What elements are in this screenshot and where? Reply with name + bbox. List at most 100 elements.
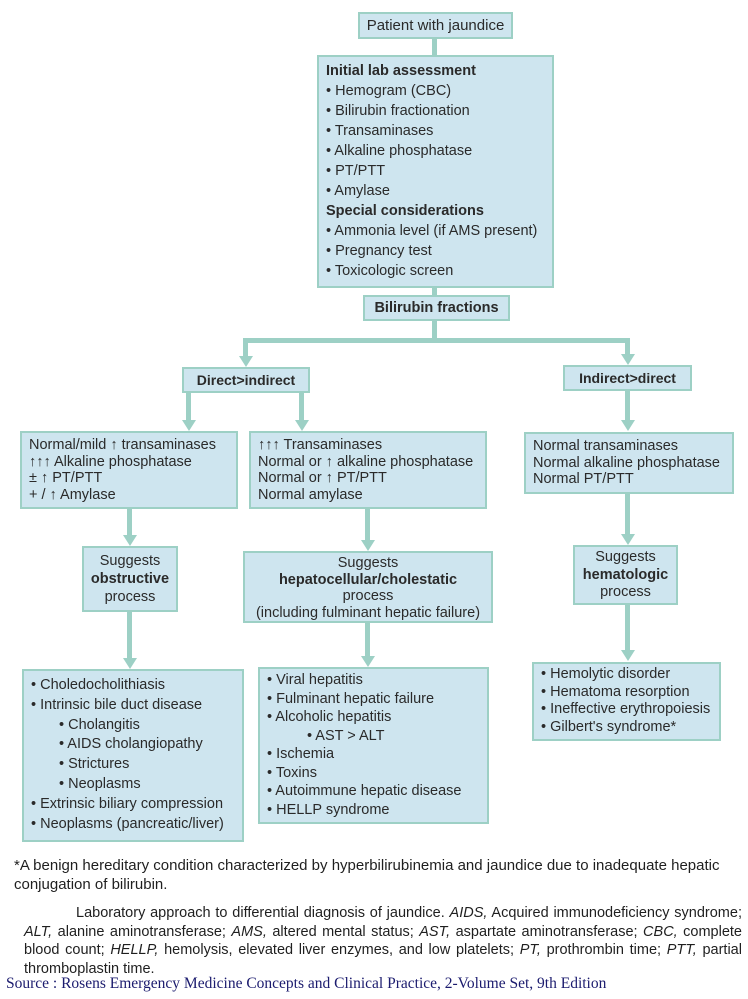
connector-branch-left [243,338,248,356]
caption-text: prothrombin time; [540,942,667,958]
initial-lab-box: Initial lab assessment • Hemogram (CBC)•… [317,55,554,288]
connector-branch-crossbar [243,338,630,343]
list-item: ↑↑↑ Transaminases [258,437,383,453]
arrow-down-icon [123,658,137,669]
list-item: • Ineffective erythropoiesis [541,701,711,717]
caption-abbreviation: HELLP, [110,942,159,958]
suggests-hepatocellular-box: Suggests hepatocellular/cholestatic proc… [243,551,493,623]
list-item: • Toxins [267,764,317,781]
initial-lab-heading: Initial lab assessment [326,63,476,79]
list-item: • Hematoma resorption [541,683,690,700]
connector-patient-to-lab [432,38,437,56]
suggests-hematologic-box: Suggests hematologic process [573,545,678,605]
list-item: • Strictures [59,756,130,773]
suggests-line: Suggests [99,553,161,569]
list-item: • Neoplasms (pancreatic/liver) [31,815,224,832]
suggests-line: process [104,589,156,605]
arrow-down-icon [239,356,253,367]
arrow-down-icon [182,420,196,431]
suggests-process-type: obstructive [90,571,170,587]
connector-branch-right [625,338,630,354]
connector-suggests-to-left-diagnoses [127,611,132,658]
figure-caption: Laboratory approach to differential diag… [24,904,742,978]
special-considerations-heading: Special considerations [326,203,484,219]
suggests-line: Suggests [337,555,399,571]
arrow-down-icon [621,420,635,431]
caption-text: alanine aminotransferase; [52,923,232,940]
diagnoses-hematologic-box: • Hemolytic disorder• Hematoma resorptio… [532,662,721,741]
list-item: • AIDS cholangiopathy [59,736,203,753]
list-item: • Alcoholic hepatitis [267,709,392,725]
list-item: • HELLP syndrome [267,801,390,818]
list-item: Normal or ↑ alkaline phosphatase [258,453,474,470]
caption-text: altered mental status; [266,923,420,940]
connector-direct-to-middle-findings [299,392,304,420]
list-item: • Pregnancy test [326,243,432,259]
caption-text: partial thromboplastin time. [24,942,742,977]
arrow-down-icon [361,656,375,667]
special-considerations-list: • Ammonia level (if AMS present) • Pregna… [326,221,545,281]
suggests-line: (including fulminant hepatic failure) [255,604,481,621]
list-item: • Bilirubin fractionation [326,103,470,119]
connector-suggests-to-middle-diagnoses [365,622,370,656]
arrow-down-icon [123,535,137,546]
diagnoses-hepatocellular-box: • Viral hepatitis• Fulminant hepatic fai… [258,667,489,824]
list-item: • Ammonia level (if AMS present) [326,223,538,239]
list-item: Normal amylase [258,486,363,503]
gilbert-footnote: *A benign hereditary condition character… [14,857,720,893]
caption-text: Acquired immunodeficiency syndrome; [487,905,742,921]
caption-abbreviation: AMS, [231,923,267,940]
findings-left-box: Normal/mild ↑ transaminases↑↑↑ Alkaline … [20,431,238,509]
caption-abbreviation: AST, [419,923,451,940]
caption-abbreviation: PTT, [666,942,697,958]
list-item: Normal PT/PTT [533,471,634,487]
list-item: • Hemolytic disorder [541,666,671,682]
caption-text: Laboratory approach to differential diag… [76,905,450,921]
suggests-process-type: hepatocellular/cholestatic [278,571,458,588]
connector-lab-to-bilirubin [432,287,437,297]
list-item: • Toxicologic screen [326,263,454,279]
arrow-down-icon [621,354,635,365]
arrow-down-icon [295,420,309,431]
arrow-down-icon [621,534,635,545]
list-item: + / ↑ Amylase [29,486,116,503]
suggests-process-type: hematologic [582,566,669,583]
connector-suggests-to-right-diagnoses [625,604,630,650]
suggests-line: Suggests [595,549,656,565]
list-item: • Hemogram (CBC) [326,83,452,99]
connector-indirect-to-right-findings [625,390,630,420]
list-item: • Cholangitis [59,716,140,733]
list-item: • Transaminases [326,123,434,139]
list-item: Normal alkaline phosphatase [533,454,720,471]
list-item: • Choledocholithiasis [31,677,166,693]
initial-lab-list: • Hemogram (CBC) • Bilirubin fractionatio… [326,81,545,201]
list-item: • Neoplasms [59,775,141,792]
caption-text: complete blood count; [24,923,742,959]
caption-abbreviation: ALT, [24,923,53,940]
suggests-line: process [342,588,394,604]
list-item: • Gilbert's syndrome* [541,718,677,735]
connector-left-findings-to-suggests [127,508,132,535]
source-line: Source : Rosens Emergency Medicine Conce… [6,975,607,992]
diagnoses-obstructive-box: • Choledocholithiasis• Intrinsic bile du… [22,669,244,842]
arrow-down-icon [361,540,375,551]
connector-middle-findings-to-suggests [365,508,370,540]
list-item: Normal transaminases [533,438,679,454]
list-item: • Ischemia [267,746,335,762]
list-item: Normal/mild ↑ transaminases [29,437,216,453]
caption-abbreviation: PT, [519,942,541,958]
list-item: ± ↑ PT/PTT [29,470,103,486]
list-item: • Amylase [326,183,390,199]
caption-text: hemolysis, elevated liver enzymes, and l… [158,942,520,958]
connector-right-findings-to-suggests [625,494,630,534]
list-item: • Fulminant hepatic failure [267,690,435,707]
caption-text: aspartate aminotransferase; [450,923,644,940]
connector-bilirubin-stem [432,320,437,339]
list-item: • AST > ALT [307,727,385,744]
caption-abbreviation: CBC, [643,923,678,940]
list-item: • Autoimmune hepatic disease [267,783,462,799]
suggests-line: process [600,584,651,600]
list-item: Normal or ↑ PT/PTT [258,470,387,486]
